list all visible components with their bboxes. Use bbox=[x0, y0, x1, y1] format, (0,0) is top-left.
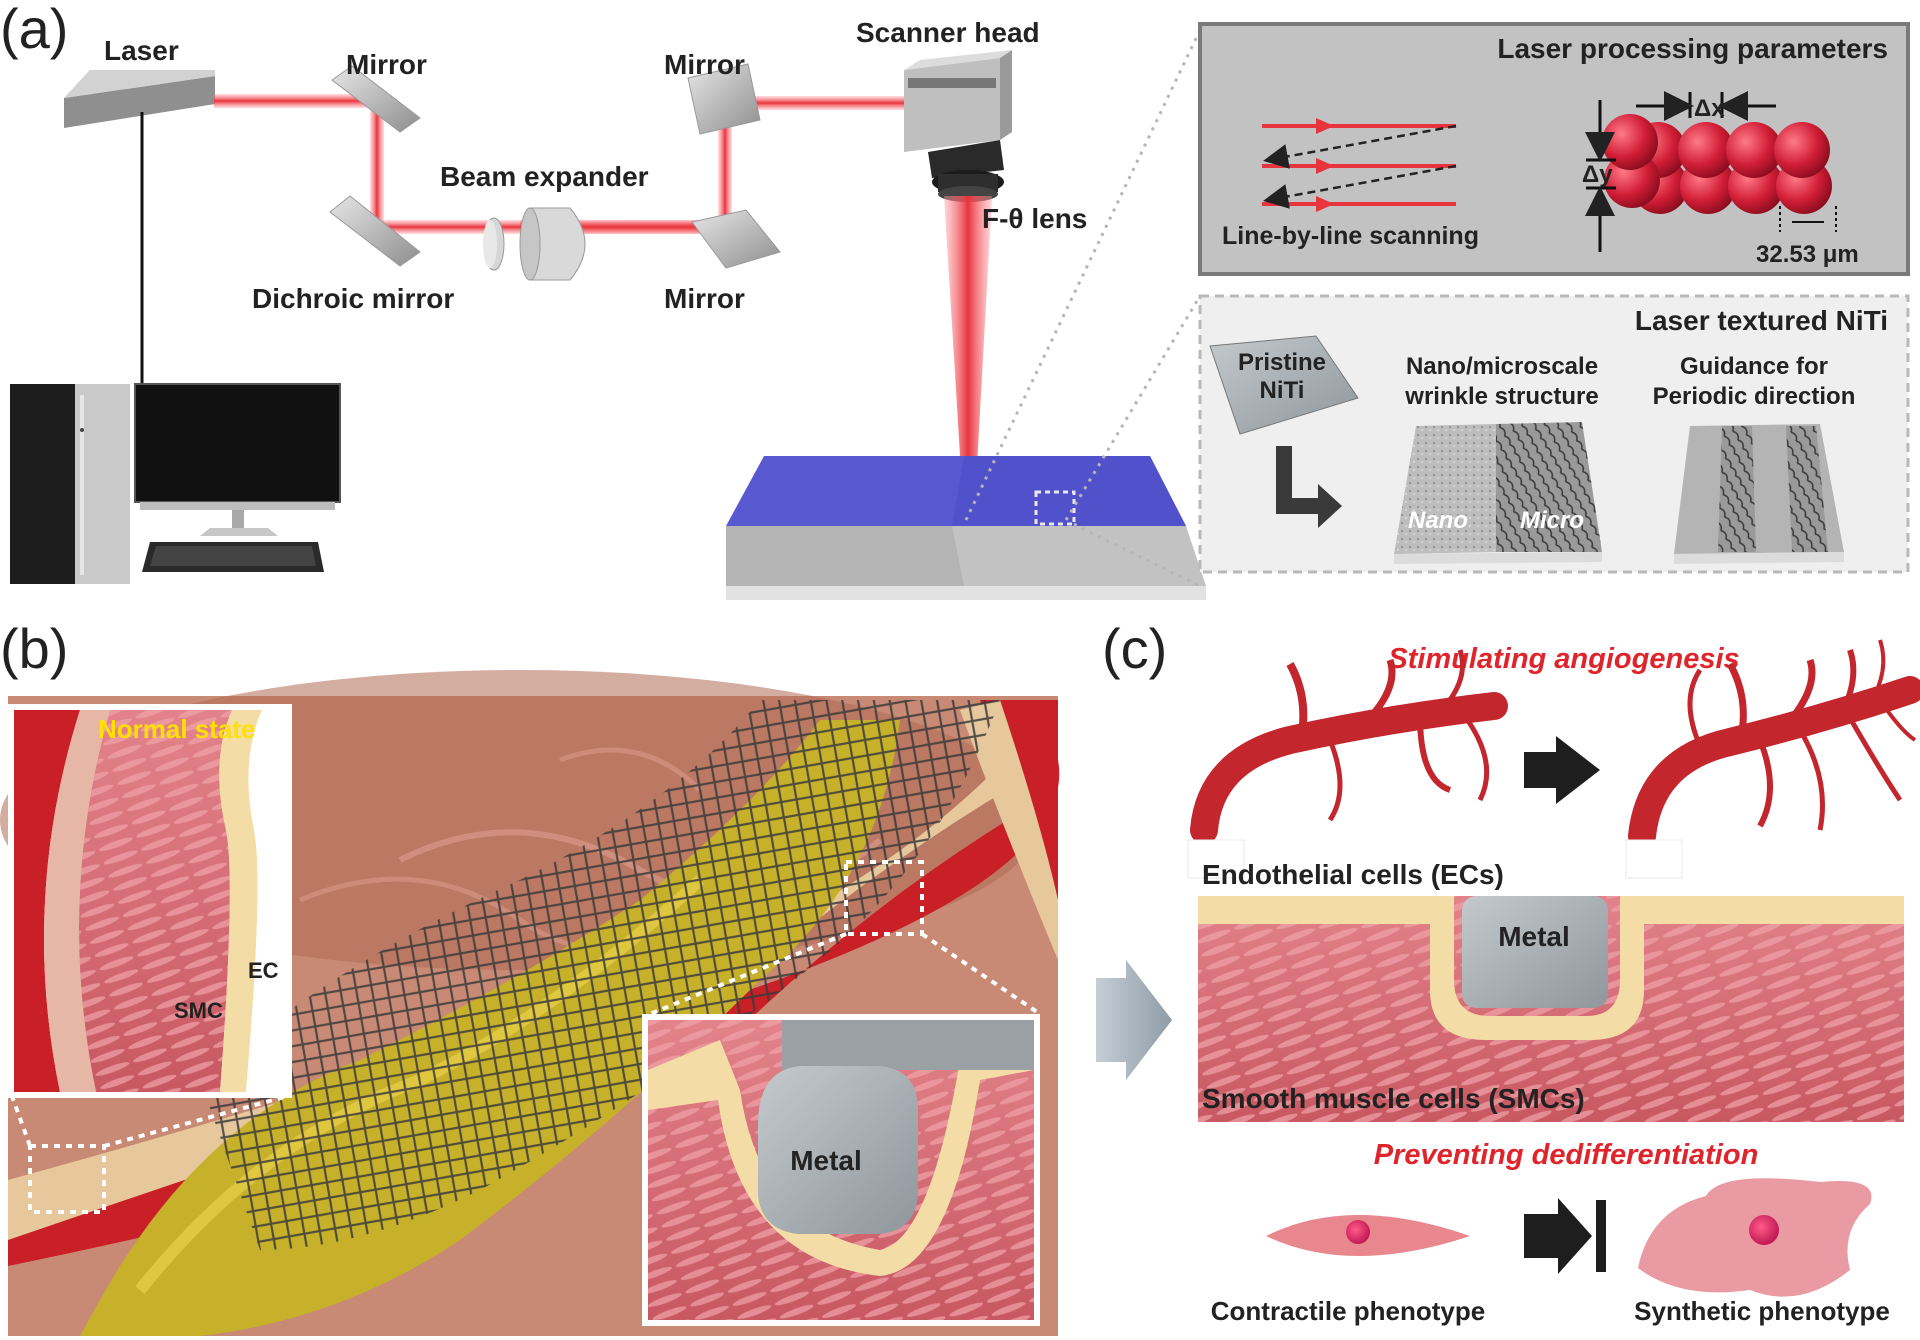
mirror-2-label: Mirror bbox=[664, 49, 745, 80]
zoom-line bbox=[10, 1095, 32, 1147]
pristine-niti-tile bbox=[1209, 335, 1359, 435]
nano-label: Nano bbox=[1408, 507, 1468, 534]
metal-inset: Metal bbox=[642, 1014, 1040, 1326]
panel-c: (c) Stimulating angiogenesis bbox=[1102, 617, 1920, 1326]
textured-niti-title: Laser textured NiTi bbox=[1635, 305, 1888, 336]
laser-source bbox=[64, 70, 215, 128]
scanning-pattern bbox=[1262, 118, 1457, 212]
computer-keyboard bbox=[142, 542, 324, 572]
transition-arrow bbox=[1096, 960, 1172, 1080]
laser-parameters-title: Laser processing parameters bbox=[1497, 33, 1888, 64]
zoom-marker bbox=[1034, 490, 1076, 526]
normal-state-inset: Normal state EC SMC bbox=[8, 704, 292, 1098]
laser-beam bbox=[718, 100, 732, 234]
process-arrow bbox=[1276, 446, 1342, 528]
laser-focus-cone bbox=[944, 196, 992, 520]
guidance-stripe bbox=[1718, 426, 1756, 552]
laser-parameters-box: Laser processing parameters Line-by-line… bbox=[1198, 22, 1910, 276]
smc-label: SMC bbox=[174, 998, 223, 1023]
beam-expander bbox=[483, 207, 586, 281]
synthetic-label: Synthetic phenotype bbox=[1634, 1296, 1890, 1326]
preventing-label: Preventing dedifferentiation bbox=[1374, 1139, 1759, 1171]
inset-marker bbox=[28, 1144, 106, 1214]
laser-spot-grid bbox=[1602, 114, 1832, 214]
beam-expander-label: Beam expander bbox=[440, 161, 649, 192]
dichroic-mirror bbox=[329, 195, 421, 267]
smooth-muscle-label: Smooth muscle cells (SMCs) bbox=[1202, 1083, 1585, 1114]
spot-size-label: 32.53 μm bbox=[1756, 241, 1859, 268]
mirror-1 bbox=[331, 65, 421, 133]
laser-beam bbox=[718, 96, 910, 110]
metal-strut bbox=[758, 1066, 918, 1234]
nano-region bbox=[1394, 424, 1496, 554]
scanner-head-label: Scanner head bbox=[856, 17, 1040, 48]
micro-region bbox=[1496, 422, 1602, 552]
angiogenesis-arrow bbox=[1524, 736, 1600, 804]
scanning-label: Line-by-line scanning bbox=[1222, 222, 1479, 250]
normal-state-label: Normal state bbox=[98, 714, 256, 744]
panel-a: (a) Laser bbox=[0, 0, 1910, 600]
pristine-label-1: Pristine bbox=[1238, 349, 1326, 376]
panel-c-tag: (c) bbox=[1102, 617, 1167, 680]
zoom-line bbox=[1073, 522, 1201, 588]
vessel-before bbox=[1187, 649, 1508, 879]
dichroic-mirror-label: Dichroic mirror bbox=[252, 283, 454, 314]
stimulating-label: Stimulating angiogenesis bbox=[1388, 643, 1739, 675]
zoom-line bbox=[964, 29, 1202, 521]
contractile-cell bbox=[1266, 1215, 1470, 1256]
mirror-3 bbox=[691, 209, 781, 269]
mirror-1-label: Mirror bbox=[346, 49, 427, 80]
mirror-3-label: Mirror bbox=[664, 283, 745, 314]
niti-substrate bbox=[726, 456, 1206, 600]
stent-mesh bbox=[200, 700, 1000, 1250]
pristine-label-2: NiTi bbox=[1260, 377, 1305, 404]
panel-b: (b) Normal state EC SMC bbox=[0, 617, 1060, 1336]
computer-tower bbox=[10, 384, 130, 584]
wrinkle-label-2: wrinkle structure bbox=[1404, 383, 1598, 410]
laser-beam bbox=[370, 94, 384, 234]
guidance-stripe bbox=[1786, 426, 1828, 552]
panel-a-tag: (a) bbox=[0, 0, 68, 60]
synthetic-cell bbox=[1638, 1178, 1872, 1297]
micro-label: Micro bbox=[1520, 507, 1584, 534]
textured-niti-box: Laser textured NiTi Pristine NiTi Nano/m… bbox=[1198, 294, 1910, 574]
mirror-2 bbox=[687, 63, 761, 135]
f-theta-lens-label: F-θ lens bbox=[982, 203, 1087, 234]
tissue-block: Metal bbox=[1198, 896, 1904, 1122]
panel-b-tag: (b) bbox=[0, 617, 68, 680]
guidance-label-2: Periodic direction bbox=[1653, 383, 1856, 410]
laser-beam bbox=[214, 94, 380, 108]
guidance-label-1: Guidance for bbox=[1680, 353, 1828, 380]
scanner-head bbox=[904, 50, 1012, 202]
contractile-label: Contractile phenotype bbox=[1211, 1296, 1485, 1326]
laser-label: Laser bbox=[104, 35, 179, 66]
endothelial-label: Endothelial cells (ECs) bbox=[1202, 859, 1504, 890]
zoom-line bbox=[103, 1094, 289, 1148]
zoom-line bbox=[1064, 295, 1202, 521]
dy-label: Δy bbox=[1582, 161, 1613, 188]
inhibition-arrow bbox=[1524, 1198, 1606, 1274]
inset-marker bbox=[844, 860, 924, 936]
ec-label: EC bbox=[248, 958, 279, 983]
metal-label-c: Metal bbox=[1498, 921, 1570, 952]
computer-monitor bbox=[134, 383, 341, 536]
metal-label-b: Metal bbox=[790, 1145, 862, 1176]
dx-label: Δx bbox=[1694, 95, 1725, 122]
vessel-after bbox=[1625, 639, 1920, 879]
wrinkle-label-1: Nano/microscale bbox=[1406, 353, 1598, 380]
